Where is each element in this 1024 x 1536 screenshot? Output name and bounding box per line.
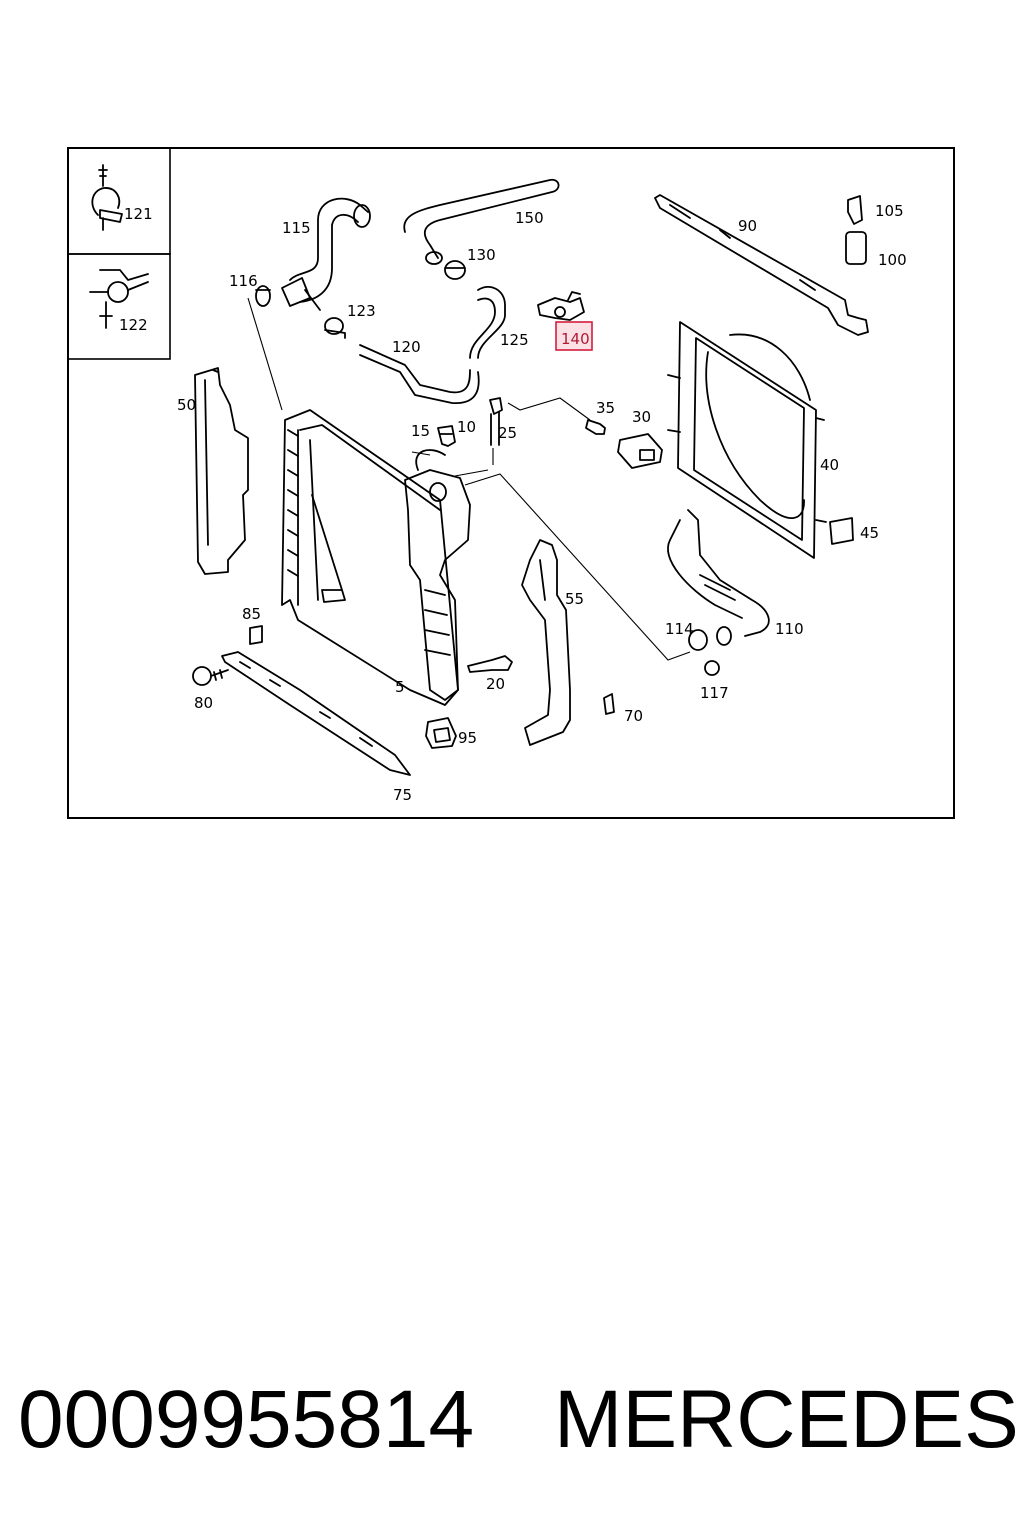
baffle-55-drawing [521, 539, 571, 746]
inset-box-122 [67, 253, 171, 360]
label-122: 122 [119, 316, 148, 334]
hose-end-110-drawing [716, 626, 732, 646]
deflector-75-drawing [221, 651, 411, 776]
clamp-117-drawing [704, 660, 720, 676]
clip-105-drawing [847, 195, 863, 225]
label-75: 75 [393, 786, 412, 804]
brand-name: MERCEDES [554, 1374, 1019, 1465]
label-85: 85 [242, 605, 261, 623]
clamp-114-drawing [688, 629, 708, 651]
label-115: 115 [282, 219, 311, 237]
cap-10-drawing [437, 425, 456, 447]
label-5: 5 [395, 678, 405, 696]
label-150: 150 [515, 209, 544, 227]
sensor-35-drawing [585, 419, 606, 435]
clamp-123-drawing [324, 317, 346, 339]
label-140: 140 [561, 330, 590, 348]
hose-125-drawing [469, 285, 506, 359]
label-70: 70 [624, 707, 643, 725]
label-114: 114 [665, 620, 694, 638]
label-123: 123 [347, 302, 376, 320]
radiator-5-drawing [281, 409, 459, 706]
reservoir-15-drawing [404, 449, 471, 701]
label-35: 35 [596, 399, 615, 417]
highlight-box-140 [555, 321, 593, 351]
pad-100-drawing [845, 231, 867, 265]
clamp-116-drawing [255, 285, 271, 307]
hose-110-drawing [667, 509, 770, 637]
clip-70-drawing [603, 693, 615, 715]
tube-25-drawing [489, 397, 503, 446]
diagram-frame [67, 147, 955, 819]
clip-45-drawing [829, 517, 854, 545]
hose-150-drawing [403, 178, 560, 265]
label-130: 130 [467, 246, 496, 264]
label-55: 55 [565, 590, 584, 608]
clip-85-drawing [249, 625, 263, 645]
screw-80-drawing [192, 666, 229, 686]
fan-shroud-40-drawing [667, 321, 827, 559]
pipe-120-drawing [359, 344, 480, 404]
label-120: 120 [392, 338, 421, 356]
label-90: 90 [738, 217, 757, 235]
bracket-90-drawing [654, 194, 869, 336]
label-15: 15 [411, 422, 430, 440]
mount-95-drawing [425, 717, 457, 749]
label-80: 80 [194, 694, 213, 712]
label-20: 20 [486, 675, 505, 693]
clamp-130-drawing [444, 260, 466, 280]
sensor-20-drawing [467, 655, 513, 673]
part-number: 0009955814 [18, 1374, 475, 1465]
product-caption: 0009955814 MERCEDES [18, 1370, 1019, 1470]
connector-122-drawing [89, 269, 149, 329]
hose-115-drawing [281, 197, 371, 311]
baffle-50-drawing [194, 367, 249, 575]
label-100: 100 [878, 251, 907, 269]
label-121: 121 [124, 205, 153, 223]
switch-30-drawing [617, 433, 663, 469]
label-40: 40 [820, 456, 839, 474]
leader-lines [247, 297, 691, 661]
label-30: 30 [632, 408, 651, 426]
label-105: 105 [875, 202, 904, 220]
label-116: 116 [229, 272, 258, 290]
clamp-121-drawing [91, 164, 123, 231]
label-25: 25 [498, 424, 517, 442]
label-45: 45 [860, 524, 879, 542]
label-10: 10 [457, 418, 476, 436]
sensor-140-drawing [537, 291, 585, 321]
label-50: 50 [177, 396, 196, 414]
label-125: 125 [500, 331, 529, 349]
label-110: 110 [775, 620, 804, 638]
label-117: 117 [700, 684, 729, 702]
label-95: 95 [458, 729, 477, 747]
